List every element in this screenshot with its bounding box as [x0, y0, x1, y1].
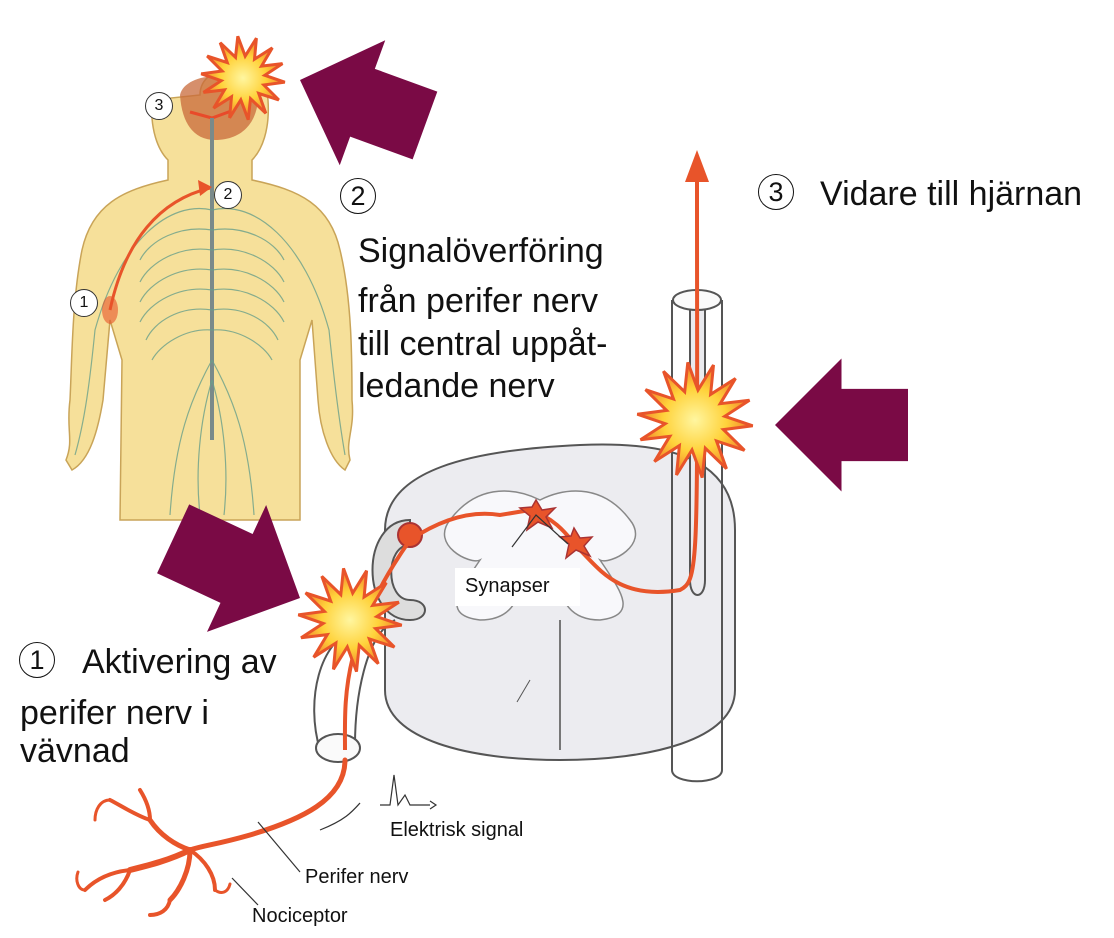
step-1-line-1: Aktivering av — [82, 644, 277, 681]
step-2-number: 2 — [340, 178, 376, 214]
step-2-line-2: från perifer nerv — [358, 283, 598, 320]
step-2-line-1: Signalöverföring — [358, 233, 604, 270]
step-2-line-4: ledande nerv — [358, 368, 555, 405]
electric-signal-trace — [380, 775, 430, 805]
pain-burst-icon — [201, 36, 285, 119]
body-marker-3: 3 — [145, 92, 173, 120]
body-marker-1: 1 — [70, 289, 98, 317]
nociceptor-label: Nociceptor — [252, 906, 348, 928]
pain-burst-icon — [637, 362, 752, 477]
step-1-line-2: perifer nerv i — [20, 695, 209, 732]
body-marker-2: 2 — [214, 181, 242, 209]
electric-signal-label: Elektrisk signal — [390, 820, 523, 842]
step-1-line-3: vävnad — [20, 733, 130, 770]
step-3-number: 3 — [758, 174, 794, 210]
human-body-figure — [66, 69, 353, 520]
purple-arrow-icon — [775, 359, 908, 492]
step-1-number: 1 — [19, 642, 55, 678]
purple-arrow-icon — [277, 18, 447, 188]
step-3-text: Vidare till hjärnan — [820, 176, 1082, 213]
step-2-line-3: till central uppåt- — [358, 326, 607, 363]
peripheral-nerve-label: Perifer nerv — [305, 867, 408, 889]
synapser-label: Synapser — [465, 576, 550, 598]
nociceptor-tree — [77, 760, 345, 915]
